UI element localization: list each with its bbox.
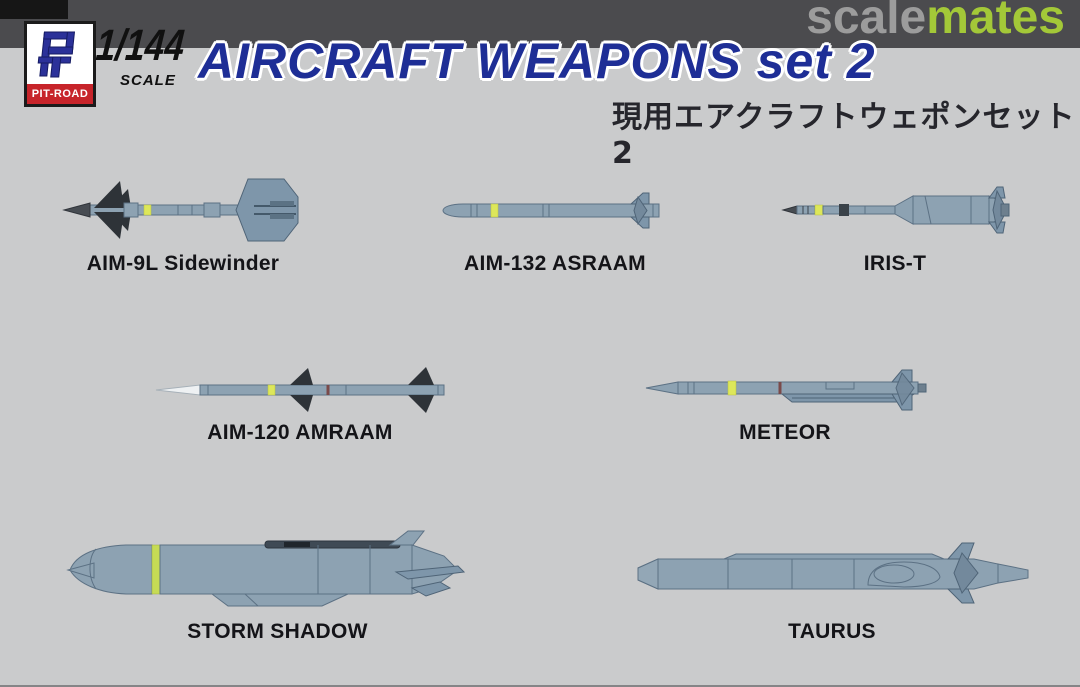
- aim-9l-sidewinder-missile-icon: [62, 178, 299, 242]
- watermark-scalemates: scalemates: [806, 0, 1065, 42]
- weapon-label: AIM-132 ASRAAM: [464, 252, 646, 275]
- weapon-aim-132-asraam: AIM-132 ASRAAM: [435, 188, 675, 280]
- weapon-iris-t: IRIS-T: [775, 183, 1015, 280]
- scale-block: 1/144 SCALE: [94, 21, 208, 89]
- bottom-edge-line: [0, 685, 1080, 687]
- subtitle-japanese: 現用エアクラフトウェポンセット2: [612, 100, 1076, 171]
- weapon-aim-120-amraam: AIM-120 AMRAAM: [150, 365, 450, 449]
- watermark-scale-text: scale: [806, 0, 927, 44]
- scale-word: SCALE: [120, 72, 176, 89]
- taurus-missile-icon: [637, 542, 1029, 604]
- aim-120-amraam-missile-icon: [155, 367, 445, 413]
- weapon-aim-9l-sidewinder: AIM-9L Sidewinder: [58, 175, 308, 280]
- weapon-label: AIM-120 AMRAAM: [207, 421, 393, 444]
- pit-road-wordmark: PIT-ROAD: [27, 84, 93, 104]
- watermark-mates-text: mates: [926, 0, 1065, 44]
- weapon-label: STORM SHADOW: [187, 620, 368, 643]
- corner-black-strip: [0, 0, 68, 19]
- iris-t-missile-icon: [781, 186, 1010, 234]
- storm-shadow-missile-icon: [66, 530, 465, 607]
- weapon-storm-shadow: STORM SHADOW: [60, 530, 465, 648]
- top-band: [0, 0, 1080, 48]
- pit-road-logo: PIT-ROAD: [24, 21, 96, 107]
- aim-132-asraam-missile-icon: [442, 192, 660, 229]
- weapon-label: METEOR: [739, 421, 831, 444]
- scale-value: 1/144: [94, 21, 187, 70]
- weapon-meteor: METEOR: [640, 363, 930, 449]
- pit-road-monogram-icon: [27, 24, 93, 84]
- meteor-missile-icon: [645, 369, 927, 411]
- page-title: AIRCRAFT WEAPONS set 2: [198, 33, 876, 89]
- weapon-label: TAURUS: [788, 620, 876, 643]
- weapon-label: AIM-9L Sidewinder: [86, 252, 280, 275]
- weapon-label: IRIS-T: [863, 252, 927, 275]
- weapon-taurus: TAURUS: [632, 535, 1032, 647]
